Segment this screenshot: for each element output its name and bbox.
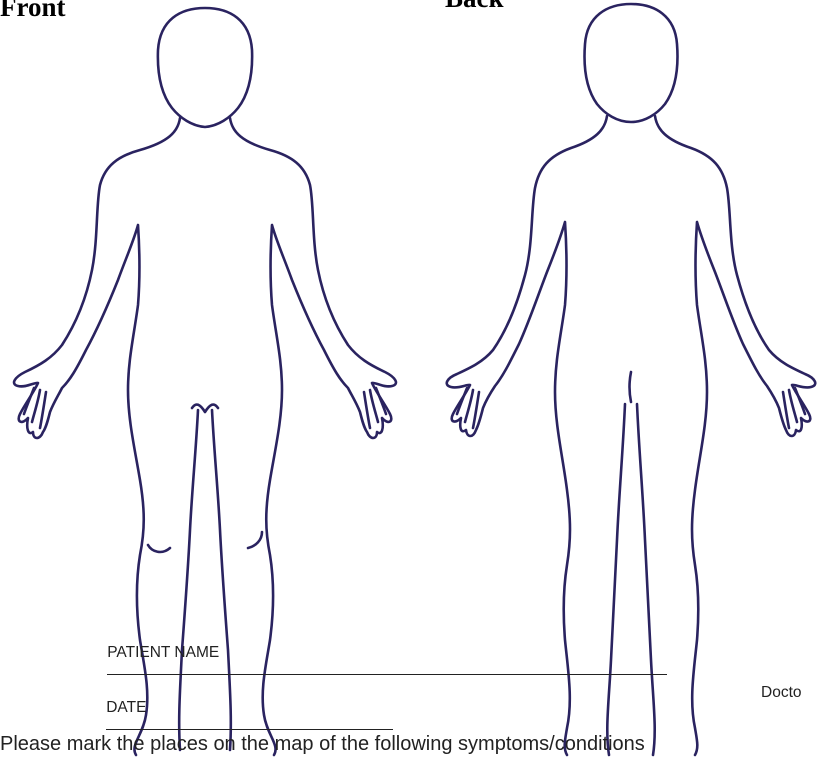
back-left-inner-leg [607, 404, 625, 755]
patient-name-label: PATIENT NAME [107, 644, 219, 661]
front-right-knee-mark [248, 532, 262, 548]
date-field[interactable] [106, 715, 393, 730]
front-left-knee-mark [148, 545, 170, 552]
front-heading: Front [0, 0, 66, 21]
instruction-text: Please mark the places on the map of the… [0, 733, 645, 756]
front-inner-legs-outline [192, 405, 218, 412]
date-label: DATE [106, 699, 146, 716]
patient-name-field[interactable] [107, 660, 667, 675]
back-body-right-outline [655, 116, 815, 755]
back-right-inner-leg [637, 404, 655, 755]
front-head-outline [158, 8, 252, 127]
back-heading: Back [445, 0, 504, 12]
back-spine-line [630, 372, 632, 402]
back-head-outline [585, 4, 678, 122]
doctor-label: Docto [761, 684, 802, 702]
